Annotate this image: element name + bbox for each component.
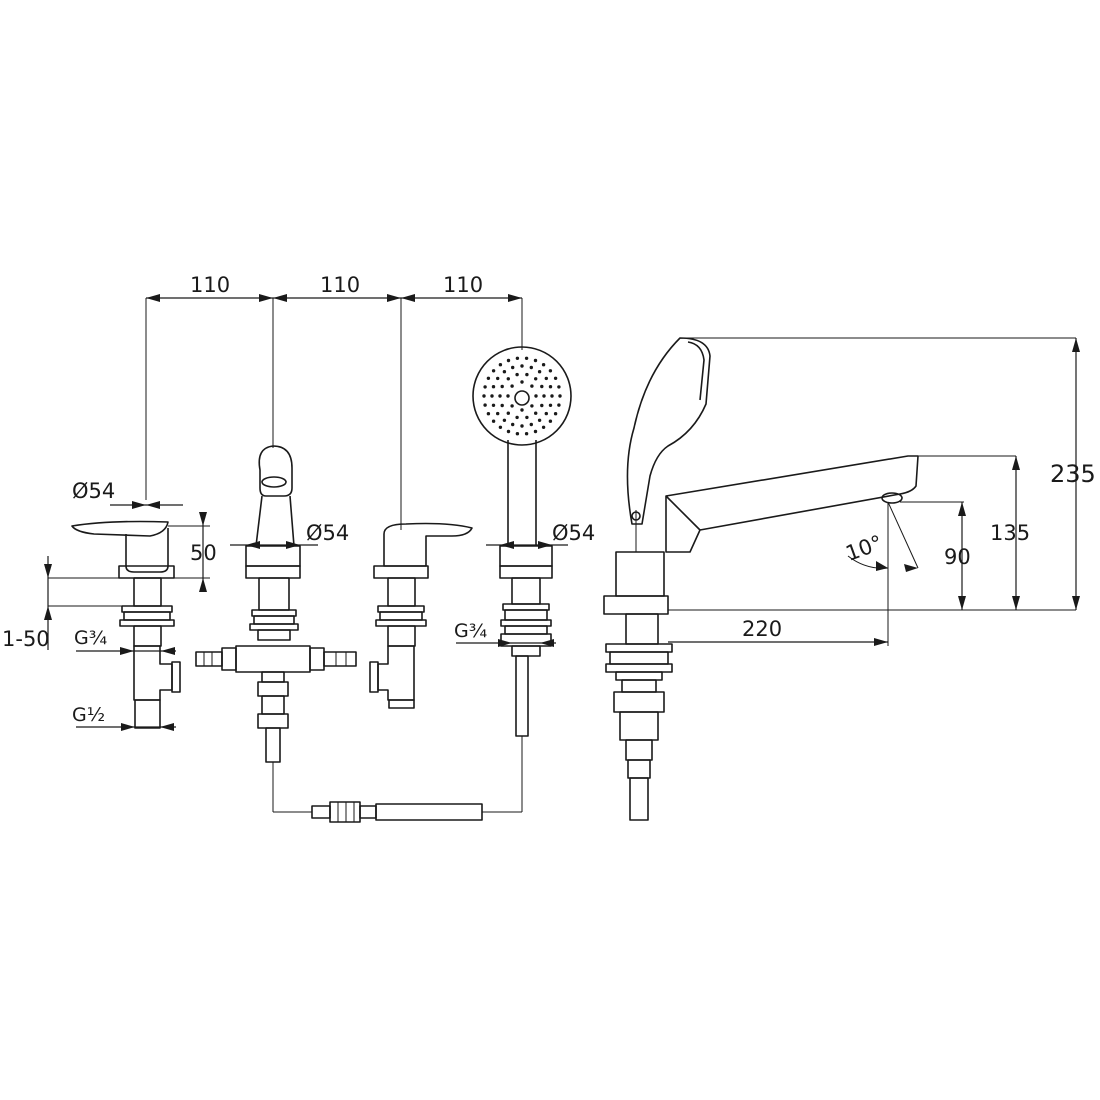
spray-nozzle-dot <box>515 372 519 377</box>
spray-nozzle-dot <box>533 429 538 434</box>
spray-nozzle-dot <box>520 364 524 368</box>
thread-label-left-top: G¾ <box>74 627 107 649</box>
spray-nozzle-dot <box>548 403 553 407</box>
spray-nozzle-dot <box>498 425 503 429</box>
spray-nozzle-dot <box>524 432 529 436</box>
spray-nozzle-dot <box>506 377 510 381</box>
spacing-dimension-lines <box>145 294 523 530</box>
left-valve-dimensions <box>44 501 210 731</box>
spray-nozzle-dot <box>525 415 529 420</box>
spray-nozzle-dot <box>520 380 524 384</box>
spray-nozzle-dot <box>500 403 504 408</box>
spray-nozzle-dot <box>515 432 520 436</box>
shower-hose <box>272 736 523 823</box>
spacing-label-2: 110 <box>320 273 360 297</box>
spray-nozzle-dot <box>544 411 548 416</box>
diameter-label-spout: Ø54 <box>306 521 349 545</box>
spray-nozzle-dot <box>498 363 503 367</box>
spray-nozzle-dot <box>506 394 510 398</box>
spray-nozzle-dot <box>548 369 553 373</box>
spray-nozzle-dot <box>510 384 514 388</box>
spray-nozzle-dot <box>491 385 496 389</box>
spray-nozzle-dot <box>529 365 533 370</box>
spray-nozzle-dot <box>530 404 534 408</box>
spray-nozzle-dot <box>533 358 538 363</box>
total-height-label: 235 <box>1050 460 1096 488</box>
deck-thickness-label: 1-50 <box>2 627 50 651</box>
spray-nozzle-dot <box>525 372 529 377</box>
spray-nozzle-dot <box>557 403 561 407</box>
spray-nozzle-dot <box>483 385 487 389</box>
spray-nozzle-dot <box>511 365 515 370</box>
spray-nozzle-dot <box>482 394 486 398</box>
spray-nozzle-dot <box>544 376 548 381</box>
spray-nozzle-dot <box>550 394 554 398</box>
spray-nozzle-dot <box>529 422 533 427</box>
spray-nozzle-dot <box>510 404 514 408</box>
spray-nozzle-dot <box>553 412 558 416</box>
angle-label: 10° <box>843 531 886 566</box>
spray-nozzle-dot <box>548 385 553 389</box>
diameter-label-shower: Ø54 <box>552 521 595 545</box>
right-lever-valve <box>369 522 473 709</box>
spray-nozzle-dot <box>542 394 546 398</box>
spray-nozzle-dot <box>540 384 544 389</box>
spray-nozzle-dot <box>530 384 534 388</box>
spacing-label-1: 110 <box>190 273 230 297</box>
spray-nozzle-dot <box>520 424 524 428</box>
spray-nozzle-dot <box>506 429 511 434</box>
diameter-label-left: Ø54 <box>72 479 115 503</box>
spray-nozzle-dot <box>491 369 496 373</box>
spray-nozzle-dot <box>515 356 520 360</box>
spray-nozzle-dot <box>557 385 561 389</box>
spray-nozzle-dot <box>541 363 546 367</box>
spray-nozzle-dot <box>541 425 546 429</box>
spray-nozzle-dot <box>491 419 496 423</box>
spray-nozzle-dot <box>498 394 502 398</box>
lever-height-label: 50 <box>190 541 217 565</box>
spray-nozzle-dot <box>537 370 542 374</box>
spray-nozzle-dot <box>534 377 538 381</box>
thread-label-shower: G¾ <box>454 620 487 642</box>
spout-assembly <box>195 445 357 763</box>
thread-label-left-bottom: G½ <box>72 704 105 726</box>
spout-reach-label: 220 <box>742 617 782 641</box>
spray-nozzle-dot <box>490 394 494 398</box>
spray-nozzle-dot <box>548 419 553 423</box>
spray-nozzle-dot <box>496 411 500 416</box>
spray-nozzle-dot <box>537 418 542 422</box>
spray-nozzle-dot <box>534 394 538 398</box>
spray-nozzle-dot <box>524 356 529 360</box>
left-lever-valve <box>71 520 181 729</box>
spray-nozzle-dot <box>483 403 487 407</box>
spout-diameter-dimension <box>230 541 318 549</box>
spray-nozzle-dot <box>502 370 507 374</box>
spray-nozzle-dot <box>515 415 519 420</box>
spray-nozzle-dot <box>486 412 491 416</box>
spout-height-label: 90 <box>944 545 971 569</box>
shower-dimensions <box>456 541 568 647</box>
spray-nozzle-dot <box>502 418 507 422</box>
spray-nozzle-dot <box>496 376 500 381</box>
spray-nozzle-dot <box>491 403 496 407</box>
side-view-dimensions <box>668 337 1080 646</box>
spray-nozzle-dot <box>511 422 515 427</box>
spray-nozzle-dot <box>553 376 558 380</box>
spray-nozzle-dot <box>486 376 491 380</box>
spray-nozzle-dot <box>540 403 544 408</box>
body-height-label: 135 <box>990 521 1030 545</box>
spacing-label-3: 110 <box>443 273 483 297</box>
spray-nozzle-dot <box>500 384 504 389</box>
spray-nozzle-dot <box>534 411 538 415</box>
side-view-assembly <box>603 337 919 821</box>
spray-nozzle-dot <box>558 394 562 398</box>
spray-nozzle-dot <box>520 408 524 412</box>
shower-spray-nozzles <box>482 356 562 436</box>
spray-nozzle-dot <box>506 358 511 363</box>
spray-nozzle-dot <box>506 411 510 415</box>
